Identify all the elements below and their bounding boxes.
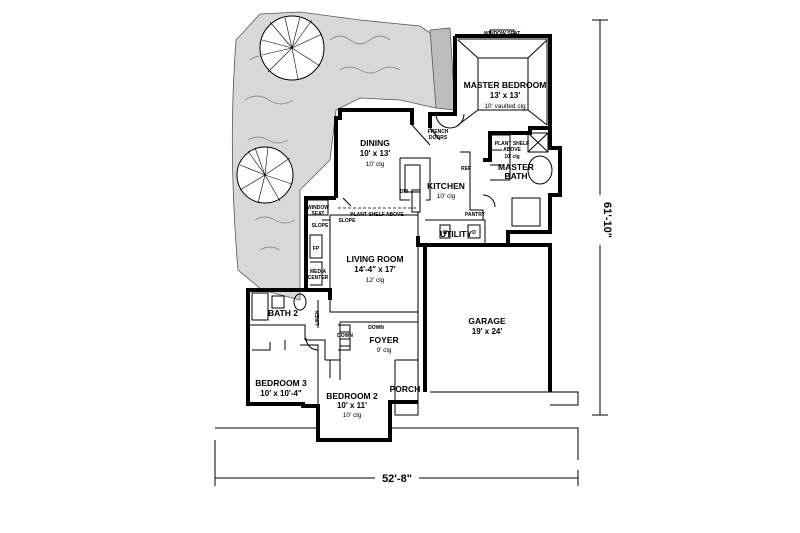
bedroom-wing-walls xyxy=(246,288,418,442)
window-seat-left xyxy=(306,199,329,216)
room-labels: MASTER BEDROOM 13' x 13' 10' vaulted clg… xyxy=(255,80,546,419)
window-seat-left-label: WINDOW xyxy=(307,205,329,211)
garage-walls xyxy=(416,236,552,392)
french-doors-label: FRENCH xyxy=(428,129,449,135)
bedroom2-note: 10' clg xyxy=(343,412,362,419)
master-bedroom-inner xyxy=(458,38,548,125)
dining-name: DINING xyxy=(360,138,390,148)
master-bedroom-dim: 13' x 13' xyxy=(490,91,521,100)
master-bath-fixtures xyxy=(490,134,511,181)
dw-label: DW xyxy=(400,189,409,195)
living-room-note: 12' clg xyxy=(366,277,385,284)
island xyxy=(404,164,421,193)
toilet xyxy=(293,293,307,311)
garage-dim: 19' x 24' xyxy=(472,327,503,336)
master-bath-walls xyxy=(506,128,562,245)
bedroom-divider xyxy=(252,340,319,406)
door-swing-1 xyxy=(482,194,496,208)
plant-shelf-above-label: PLANT SHELF ABOVE xyxy=(350,212,404,218)
fp-label: FP xyxy=(313,246,320,252)
window-seat-top xyxy=(489,29,515,36)
garage-name: GARAGE xyxy=(468,316,506,326)
bath-vanity xyxy=(511,197,541,227)
bedroom3-dim: 10' x 10'-4" xyxy=(260,389,302,398)
living-room-dim: 14'-4" x 17' xyxy=(354,265,396,274)
kitchen-counters xyxy=(399,157,431,213)
depth-dimension: 61'-10" xyxy=(601,202,613,238)
bedroom3-name: BEDROOM 3 xyxy=(255,378,307,388)
w-label: W xyxy=(443,230,448,236)
down-label: DOWN xyxy=(368,325,384,331)
vault-lines xyxy=(457,39,548,126)
fireplace xyxy=(309,234,323,259)
pantry-label: PANTRY xyxy=(465,212,486,218)
foyer-name: FOYER xyxy=(369,335,398,345)
interior-walls xyxy=(248,29,579,416)
living-room-name: LIVING ROOM xyxy=(346,254,403,264)
foyer-note: 9' clg xyxy=(377,347,392,354)
master-bedroom-walls xyxy=(455,34,552,162)
bedroom2-name: BEDROOM 2 xyxy=(326,391,378,401)
d-label: D xyxy=(472,230,476,236)
tree-top-branches xyxy=(261,16,323,80)
french-doors-arcs xyxy=(435,113,465,129)
french-doors-label2: DOORS xyxy=(429,135,448,141)
slope-right-label: SLOPE xyxy=(339,218,357,224)
garage-apron xyxy=(430,391,579,406)
width-dimension: 52'-8" xyxy=(382,473,412,485)
mb-clg-label: 10' clg xyxy=(504,154,519,160)
media-center xyxy=(310,261,323,286)
utility-name: UTILITY xyxy=(440,229,472,239)
utility-room xyxy=(425,219,486,245)
kitchen-wall-line xyxy=(460,151,484,220)
media-center-label2: CENTER xyxy=(308,275,329,281)
living-room-walls xyxy=(322,212,419,320)
bath2-name: BATH 2 xyxy=(268,308,298,318)
kitchen-name: KITCHEN xyxy=(427,181,465,191)
width-dim-bg xyxy=(375,470,419,484)
master-bedroom-note: 10' vaulted clg xyxy=(484,103,526,110)
porch-name: PORCH xyxy=(390,384,421,394)
dining-dim: 10' x 13' xyxy=(360,149,391,158)
kitchen-black xyxy=(342,197,352,207)
master-bath-name: MASTER xyxy=(498,162,534,172)
bedroom2-closet xyxy=(325,359,341,380)
landscaping xyxy=(231,11,456,301)
overall-dimensions: 52'-8" 61'-10" xyxy=(375,195,613,485)
foyer-walls xyxy=(339,320,419,402)
door-swing-2 xyxy=(305,337,319,351)
bath2-fixtures xyxy=(251,292,285,321)
plant-shelf-mb-label: PLANT SHELF xyxy=(495,141,529,147)
shower xyxy=(527,132,549,153)
tree-bottom-branches xyxy=(239,146,293,204)
stairs xyxy=(338,324,351,351)
plant-shelf-mb-label2: ABOVE xyxy=(503,147,521,153)
depth-dim-bg xyxy=(593,195,607,245)
tub xyxy=(527,155,553,185)
dining-note: 10' clg xyxy=(366,161,385,168)
site-bottom-line xyxy=(215,427,579,460)
down-label2: DOWN xyxy=(337,333,353,339)
exterior-walls xyxy=(246,34,562,442)
slope-left-label: SLOPE xyxy=(312,223,330,229)
bedroom2-dim: 10' x 11' xyxy=(337,401,367,410)
dining-walls xyxy=(334,108,414,198)
kitchen-note: 10' clg xyxy=(437,193,456,200)
small-labels: WINDOW SEAT FRENCH DOORS PLANT SHELF ABO… xyxy=(307,31,529,339)
bath2-walls xyxy=(248,300,326,360)
master-bedroom-name: MASTER BEDROOM xyxy=(464,80,547,90)
master-bedroom-left-wall xyxy=(428,36,457,128)
window-seat-top-label: WINDOW SEAT xyxy=(484,31,520,37)
ref-label: REF xyxy=(461,166,471,172)
porch xyxy=(394,402,419,416)
linen-label: LINEN xyxy=(315,310,321,325)
kitchen-dining-door xyxy=(411,124,441,146)
window-seat-left-label2: SEAT xyxy=(312,211,325,217)
media-center-label: MEDIA xyxy=(310,269,327,275)
master-bath-name2: BATH xyxy=(505,171,528,181)
